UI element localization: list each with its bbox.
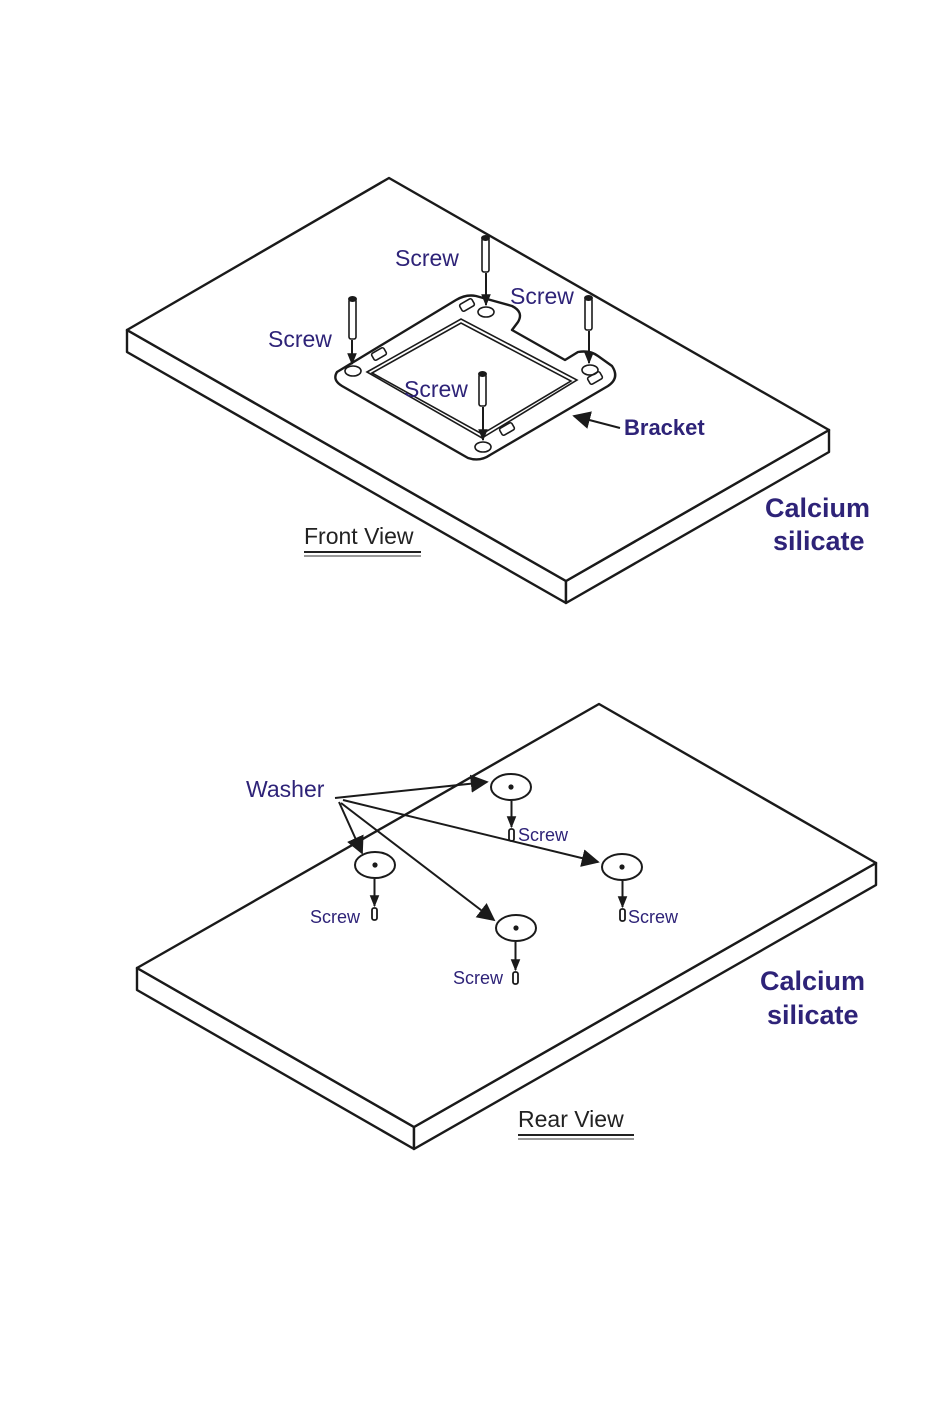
screw-label: Screw [395, 245, 459, 271]
screw [509, 829, 514, 841]
screw-label: Screw [404, 376, 468, 402]
screw [372, 908, 377, 920]
material-label-line1: Calcium [765, 493, 870, 523]
washer [602, 854, 642, 880]
screw [478, 371, 487, 406]
screw-label: Screw [510, 283, 574, 309]
screw [481, 235, 490, 272]
washer [496, 915, 536, 941]
washer [491, 774, 531, 800]
material-label-line2: silicate [767, 1000, 859, 1030]
view-caption: Front View [304, 523, 414, 549]
material-label-line1: Calcium [760, 966, 865, 996]
screw-label: Screw [518, 825, 569, 845]
screw-label: Screw [268, 326, 332, 352]
material-label-line2: silicate [773, 526, 865, 556]
rear-view: Washer Screw Screw Screw Screw Calcium s… [137, 704, 876, 1149]
screw [584, 295, 593, 330]
view-caption: Rear View [518, 1106, 624, 1132]
screw [348, 296, 357, 339]
screw-label: Screw [453, 968, 504, 988]
washer [355, 852, 395, 878]
washer-label: Washer [246, 776, 325, 802]
front-view: Screw Screw Screw Screw Bracket Calcium … [127, 178, 870, 603]
screw [513, 972, 518, 984]
screw [620, 909, 625, 921]
bracket-label: Bracket [624, 415, 705, 440]
screw-label: Screw [628, 907, 679, 927]
screw-label: Screw [310, 907, 361, 927]
